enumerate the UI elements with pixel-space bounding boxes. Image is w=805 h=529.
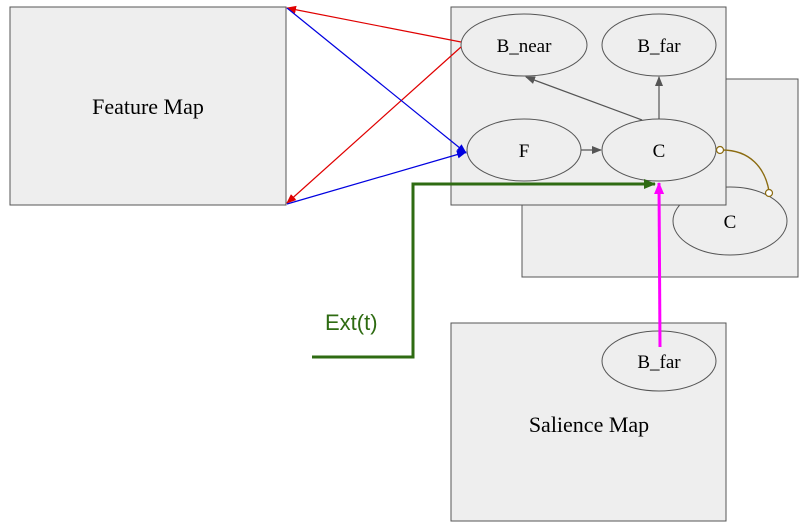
node-b-near	[460, 13, 588, 77]
feature-map-box	[9, 6, 287, 206]
ext-input-label: Ext(t)	[325, 310, 378, 335]
edge-b-near-to-feature-bottom	[286, 46, 462, 204]
back-node-c-label: C	[724, 212, 737, 233]
node-f-label: F	[519, 141, 530, 162]
edge-feature-bottom-to-f	[286, 150, 467, 205]
node-b-near-label: B_near	[497, 36, 553, 57]
edge-feature-top-to-f	[286, 7, 467, 154]
salience-node-b-far-label: B_far	[637, 352, 681, 373]
connector-c-to-back-c	[721, 149, 770, 192]
edge-b-near-to-feature-top	[286, 5, 462, 43]
salience-map-label: Salience Map	[529, 412, 649, 437]
connector-end-dot	[764, 188, 774, 198]
connector-start-dot	[715, 145, 725, 155]
node-b-far-label: B_far	[637, 36, 681, 57]
edge-ext-input-to-c	[312, 179, 656, 359]
edge-salience-to-c	[654, 182, 665, 348]
node-c-label: C	[653, 141, 666, 162]
feature-map-label: Feature Map	[92, 94, 204, 119]
edge-c-to-b-near	[525, 76, 643, 121]
